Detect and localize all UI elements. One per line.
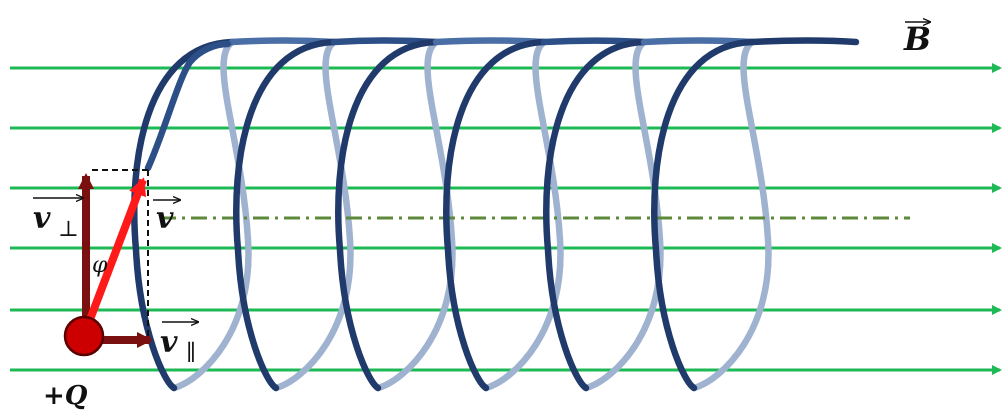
v-perp-label: v: [33, 201, 51, 236]
velocity-label-group: v: [153, 200, 180, 236]
v-perp-subscript: ⊥: [58, 217, 79, 242]
helix-front-arc-6: [651, 38, 756, 392]
helix-back-arc-3: [374, 38, 456, 392]
magnetic-field-lines: [10, 63, 1002, 375]
helix-back-arc-1: [170, 38, 252, 392]
charge-label: +Q: [43, 381, 88, 411]
velocity-label: v: [156, 201, 174, 236]
helix-lead-in: [144, 40, 232, 172]
v-perp-label-group: v ⊥: [33, 198, 83, 242]
helix-back-arcs: [170, 38, 772, 392]
angle-label: φ: [92, 253, 108, 278]
helix-front-arcs: [131, 37, 860, 392]
helix-back-arc-4: [482, 38, 564, 392]
helix-back-arc-5: [582, 38, 664, 392]
helix-front-arc-1: [131, 38, 236, 392]
field-label: B: [903, 20, 931, 58]
helix-back-arc-6: [690, 38, 772, 392]
charge-particle: [63, 315, 105, 357]
helix-front-arc-5: [543, 38, 648, 392]
v-par-label-group: v ∥: [160, 322, 198, 366]
v-par-label: v: [160, 325, 178, 360]
helix-front-arc-3: [335, 38, 440, 392]
velocity-parallelogram: [92, 169, 149, 340]
helix-front-arc-2: [233, 38, 338, 392]
v-par-subscript: ∥: [186, 341, 196, 366]
velocity-arrow: [82, 177, 147, 332]
helix-tail: [748, 37, 860, 46]
helix-back-arc-2: [272, 38, 354, 392]
helix-front-arc-4: [443, 38, 548, 392]
field-label-group: B: [903, 20, 931, 58]
